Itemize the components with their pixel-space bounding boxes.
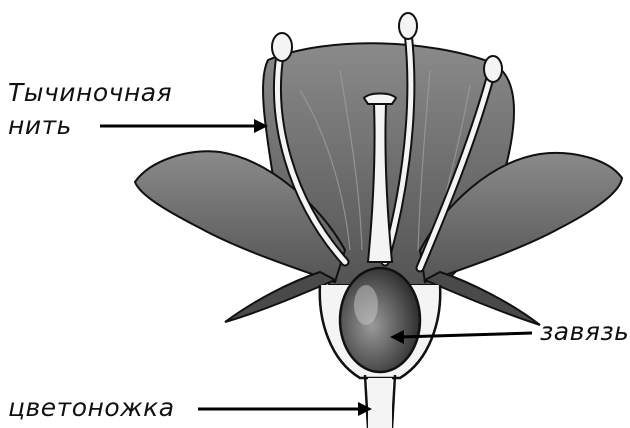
sepal-right <box>425 272 540 325</box>
anther-right <box>484 56 502 82</box>
label-pedicel: цветоножка <box>8 394 175 422</box>
sepal-left <box>225 272 335 322</box>
label-filament-line2: нить <box>8 112 72 140</box>
anther-left <box>272 33 292 61</box>
pedicel-fill <box>368 378 392 428</box>
label-ovary: завязь <box>540 318 629 346</box>
ovary <box>340 268 420 372</box>
ovary-highlight <box>354 285 378 325</box>
stigma <box>364 94 396 105</box>
label-filament-line1: Тычиночная <box>8 79 172 107</box>
anther-middle <box>399 13 417 39</box>
